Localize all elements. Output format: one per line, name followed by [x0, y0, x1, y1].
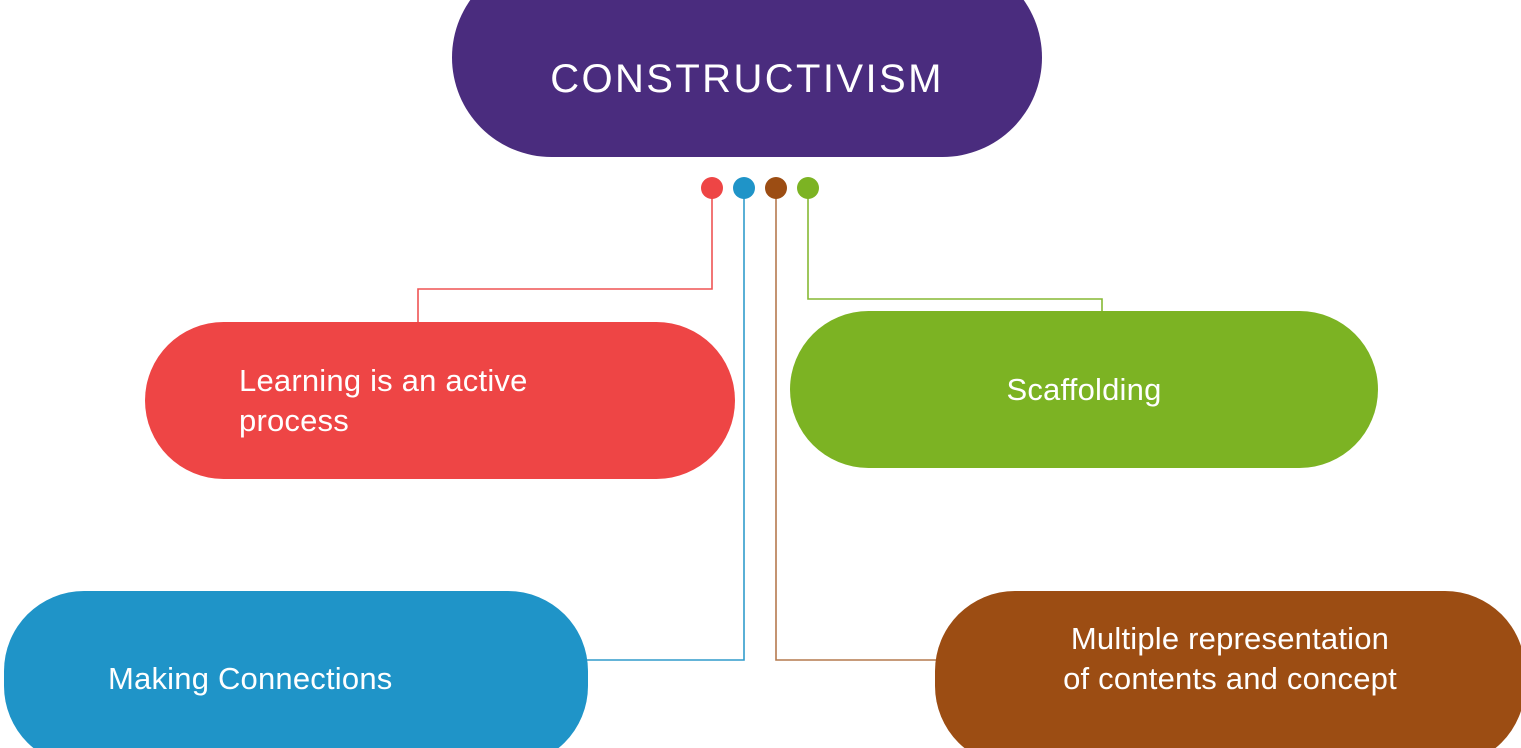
branch-node-multiple-representation-label: Multiple representation of contents and …: [1063, 621, 1397, 696]
connector-line-active-process: [417, 188, 713, 340]
branch-node-multiple-representation[interactable]: Multiple representation of contents and …: [935, 591, 1521, 748]
hub-dot-green[interactable]: [797, 177, 819, 199]
branch-node-active-process[interactable]: Learning is an active process: [145, 322, 735, 479]
hub-dot-red[interactable]: [701, 177, 723, 199]
branch-node-active-process-label: Learning is an active process: [239, 362, 528, 438]
root-node-label: CONSTRUCTIVISM: [550, 56, 944, 101]
hub-dot-brown[interactable]: [765, 177, 787, 199]
root-node-constructivism[interactable]: CONSTRUCTIVISM: [452, 0, 1042, 157]
branch-node-making-connections[interactable]: Making Connections: [4, 591, 588, 748]
branch-node-making-connections-label: Making Connections: [108, 660, 393, 696]
branch-node-scaffolding[interactable]: Scaffolding: [790, 311, 1378, 468]
connector-line-scaffolding: [807, 188, 1103, 330]
branch-node-scaffolding-label: Scaffolding: [1006, 371, 1162, 407]
hub-dot-blue[interactable]: [733, 177, 755, 199]
